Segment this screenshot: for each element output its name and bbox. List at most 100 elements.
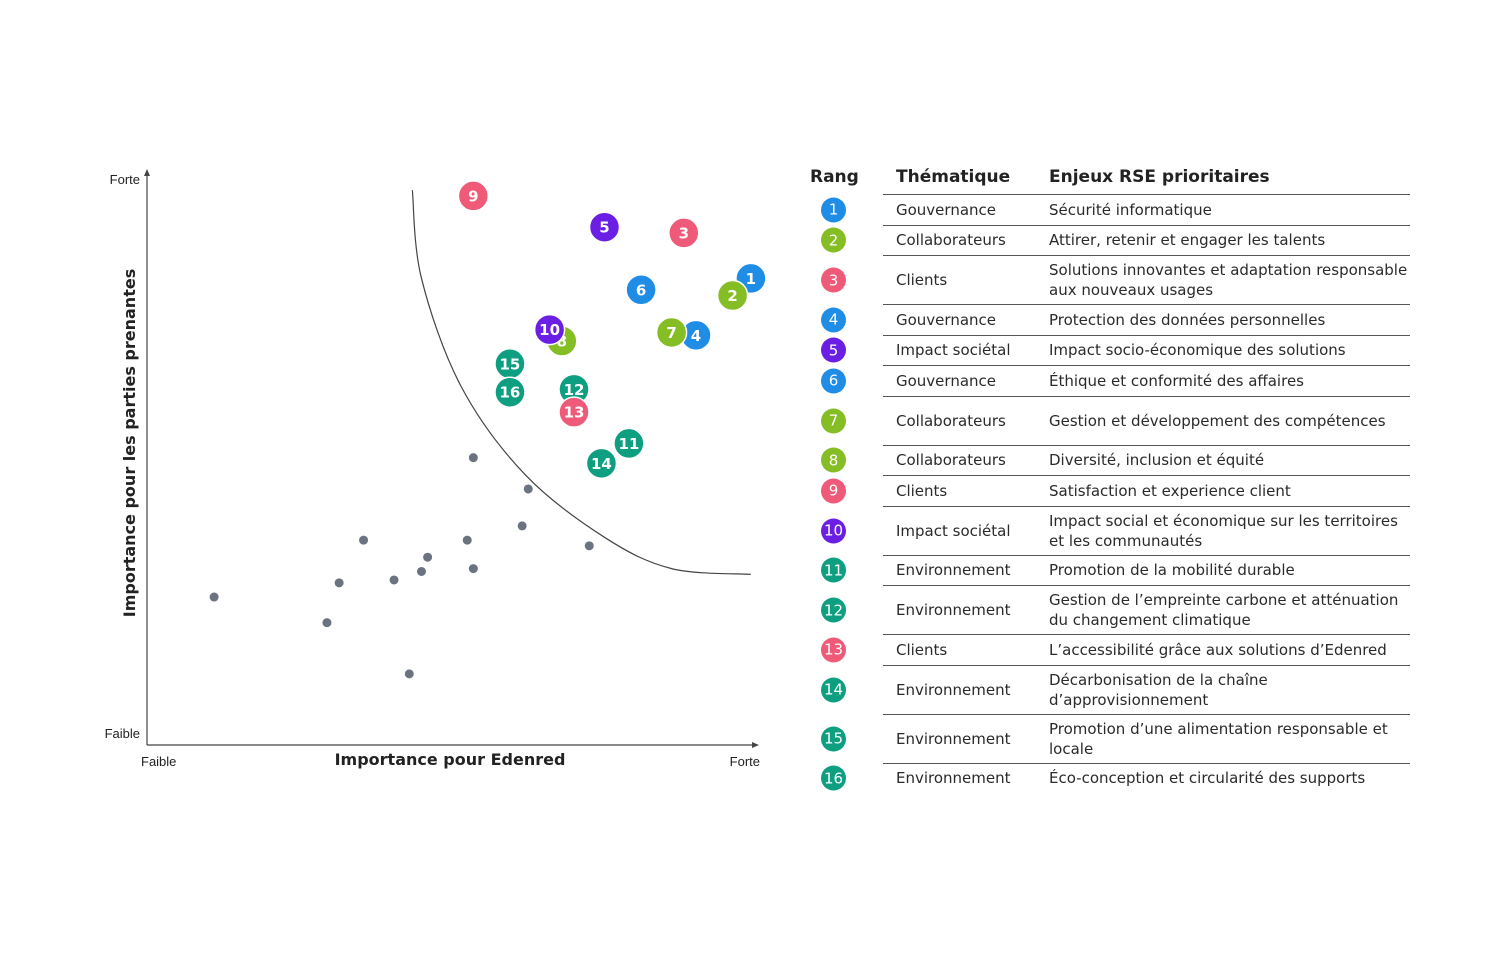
issue-cell: Satisfaction et experience client bbox=[1049, 481, 1291, 500]
issue-marker-label: 5 bbox=[599, 219, 609, 237]
theme-cell: Clients bbox=[896, 271, 948, 289]
rank-badge: 14 bbox=[821, 677, 846, 702]
theme-cell: Environnement bbox=[896, 561, 1011, 580]
issue-marker-circle bbox=[625, 274, 657, 306]
issue-marker-14: 14 bbox=[585, 447, 618, 480]
issue-marker-label: 8 bbox=[557, 333, 567, 351]
issue-marker-circle bbox=[668, 217, 700, 249]
secondary-issue-dot bbox=[523, 484, 533, 494]
secondary-issue-dot bbox=[468, 564, 478, 574]
issue-marker-2: 2 bbox=[716, 279, 749, 312]
rank-badge: 15 bbox=[821, 726, 846, 751]
y-axis-label: Importance pour les parties prenantes bbox=[120, 269, 139, 617]
issue-marker-circle bbox=[457, 180, 490, 212]
table-row: 1 Gouvernance Sécurité informatique bbox=[821, 195, 1410, 226]
priority-issues-table: Rang Thématique Enjeux RSE prioritaires … bbox=[810, 163, 1410, 793]
rank-badge: 11 bbox=[821, 557, 846, 583]
table-row: 14 Environnement Décarbonisation de la cha… bbox=[821, 666, 1410, 715]
issue-marker-label: 2 bbox=[727, 287, 737, 305]
rank-badge: 10 bbox=[821, 518, 846, 543]
issue-cell: Promotion de la mobilité durable bbox=[1049, 561, 1295, 580]
theme-cell: Collaborateurs bbox=[896, 451, 1006, 470]
issue-marker-label: 4 bbox=[691, 327, 701, 345]
theme-cell: Environnement bbox=[896, 729, 1011, 748]
secondary-issue-dot bbox=[322, 618, 332, 628]
issue-marker-15: 15 bbox=[494, 348, 526, 380]
issue-cell: Sécurité informatique bbox=[1049, 200, 1212, 219]
materiality-chart: Forte Faible Faible Forte Importance pou… bbox=[105, 169, 767, 769]
secondary-issue-dot bbox=[417, 566, 426, 576]
y-axis-arrow-icon bbox=[144, 169, 150, 176]
issue-marker-circle bbox=[613, 427, 645, 460]
x-tick-low: Faible bbox=[141, 754, 176, 769]
issue-marker-10: 10 bbox=[533, 313, 566, 346]
issue-marker-label: 14 bbox=[591, 455, 612, 473]
issue-marker-label: 6 bbox=[636, 281, 646, 299]
issue-cell: Impact socio-économique des solutions bbox=[1049, 341, 1346, 360]
theme-cell: Collaborateurs bbox=[896, 411, 1006, 430]
issue-marker-9: 9 bbox=[457, 180, 490, 212]
rank-badge: 12 bbox=[821, 597, 846, 623]
issue-marker-label: 11 bbox=[618, 435, 639, 453]
issue-marker-13: 13 bbox=[558, 396, 590, 428]
issue-marker-circle bbox=[588, 211, 621, 243]
theme-cell: Gouvernance bbox=[896, 371, 996, 390]
theme-cell: Environnement bbox=[896, 680, 1011, 699]
issue-cell: Éco-conception et circularité des suppor… bbox=[1049, 769, 1366, 788]
issue-marker-7: 7 bbox=[655, 316, 688, 349]
rank-badge: 2 bbox=[821, 227, 846, 253]
issue-cell: Diversité, inclusion et équité bbox=[1049, 451, 1265, 470]
header-rang: Rang bbox=[810, 167, 859, 187]
secondary-issue-dot bbox=[389, 575, 399, 585]
issue-cell: Gestion de l’empreinte carbone et atténu… bbox=[1049, 591, 1399, 629]
issue-marker-label: 7 bbox=[666, 324, 676, 342]
y-axis bbox=[144, 169, 150, 745]
table-row: 11 Environnement Promotion de la mobilité … bbox=[821, 556, 1410, 586]
x-tick-high: Forte bbox=[730, 754, 760, 769]
rank-badge: 16 bbox=[821, 765, 846, 791]
y-tick-low: Faible bbox=[105, 726, 140, 741]
theme-cell: Impact sociétal bbox=[896, 521, 1011, 540]
table-row: 15 Environnement Promotion d’une alimentat… bbox=[821, 715, 1410, 764]
rank-badge: 3 bbox=[821, 267, 846, 293]
rank-badge: 7 bbox=[821, 408, 846, 433]
issue-cell: Décarbonisation de la chaîne d’approvisi… bbox=[1049, 670, 1268, 709]
x-axis bbox=[147, 742, 759, 748]
issue-marker-circle bbox=[585, 447, 618, 480]
theme-cell: Gouvernance bbox=[896, 200, 996, 219]
secondary-issue-dot bbox=[517, 521, 527, 531]
theme-cell: Clients bbox=[896, 481, 948, 500]
issue-marker-label: 15 bbox=[500, 355, 521, 373]
issue-marker-label: 13 bbox=[564, 404, 585, 422]
rank-badge: 5 bbox=[821, 337, 846, 363]
rank-badge: 1 bbox=[821, 197, 846, 223]
secondary-issue-dot bbox=[334, 578, 344, 588]
table-header: Rang Thématique Enjeux RSE prioritaires bbox=[810, 163, 1410, 195]
issue-marker-label: 3 bbox=[679, 224, 689, 242]
issue-cell: Gestion et développement des compétences bbox=[1049, 411, 1386, 430]
secondary-issue-dot bbox=[584, 541, 594, 551]
rank-badge: 4 bbox=[821, 307, 846, 333]
issue-cell: Éthique et conformité des affaires bbox=[1049, 371, 1304, 390]
rank-badge: 8 bbox=[821, 447, 846, 473]
issue-marker-label: 1 bbox=[746, 270, 756, 288]
issue-cell: Solutions innovantes et adaptation respo… bbox=[1049, 261, 1408, 299]
issue-marker-circle bbox=[558, 396, 590, 428]
secondary-issue-dot bbox=[462, 535, 472, 545]
issue-marker-label: 10 bbox=[539, 321, 560, 339]
theme-cell: Gouvernance bbox=[896, 310, 996, 329]
issue-cell: Promotion d’une alimentation responsable… bbox=[1049, 719, 1388, 758]
rank-badge: 13 bbox=[821, 637, 846, 663]
threshold-curve bbox=[411, 190, 751, 575]
theme-cell: Collaborateurs bbox=[896, 231, 1006, 250]
issue-marker-6: 6 bbox=[625, 274, 657, 306]
